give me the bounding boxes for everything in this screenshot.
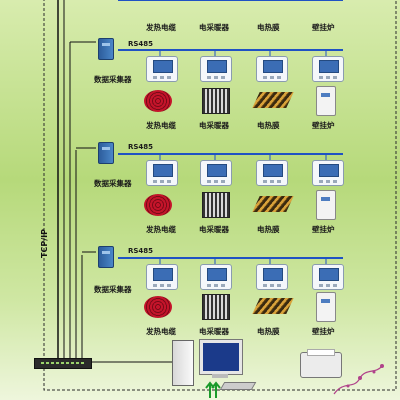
heating-cable-icon	[144, 296, 172, 318]
rs485-label: RS485	[128, 247, 154, 255]
thermostat-icon	[312, 160, 344, 186]
thermostat-icon	[200, 160, 232, 186]
label-wall-boiler: 壁挂炉	[312, 23, 335, 32]
label-electric-heater: 电采暖器	[199, 327, 229, 336]
monitor-stand	[212, 374, 228, 378]
data-collector-icon	[98, 142, 114, 164]
collector-label: 数据采集器	[94, 285, 132, 294]
wall-boiler-icon	[316, 292, 336, 322]
thermostat-icon	[146, 160, 178, 186]
label-cable: 发热电缆	[146, 327, 176, 336]
label-cable: 发热电缆	[146, 121, 176, 130]
printer-icon	[300, 349, 342, 378]
wall-boiler-icon	[316, 190, 336, 220]
data-collector-icon	[98, 246, 114, 268]
network-switch-icon	[34, 358, 92, 369]
label-cable: 发热电缆	[146, 23, 176, 32]
keyboard-icon	[219, 382, 257, 390]
label-heating-film: 电热膜	[257, 327, 280, 336]
label-wall-boiler: 壁挂炉	[312, 225, 335, 234]
thermostat-icon	[256, 160, 288, 186]
label-electric-heater: 电采暖器	[199, 121, 229, 130]
label-cable: 发热电缆	[146, 225, 176, 234]
collector-label: 数据采集器	[94, 75, 132, 84]
label-heating-film: 电热膜	[257, 23, 280, 32]
label-heating-film: 电热膜	[257, 225, 280, 234]
label-electric-heater: 电采暖器	[199, 225, 229, 234]
collector-label: 数据采集器	[94, 179, 132, 188]
thermostat-icon	[146, 264, 178, 290]
label-heating-film: 电热膜	[257, 121, 280, 130]
decorative-flourish	[333, 364, 384, 395]
thermostat-icon	[312, 56, 344, 82]
electric-heater-icon	[202, 192, 230, 218]
monitor-icon	[199, 339, 243, 375]
computer-icon	[172, 340, 194, 386]
electric-heater-icon	[202, 88, 230, 114]
data-collector-icon	[98, 38, 114, 60]
electric-heater-icon	[202, 294, 230, 320]
heating-cable-icon	[144, 90, 172, 112]
thermostat-icon	[146, 56, 178, 82]
rs485-label: RS485	[128, 143, 154, 151]
wall-boiler-icon	[316, 86, 336, 116]
heating-cable-icon	[144, 194, 172, 216]
thermostat-icon	[256, 56, 288, 82]
label-electric-heater: 电采暖器	[199, 23, 229, 32]
thermostat-icon	[200, 56, 232, 82]
label-wall-boiler: 壁挂炉	[312, 121, 335, 130]
thermostat-icon	[200, 264, 232, 290]
label-wall-boiler: 壁挂炉	[312, 327, 335, 336]
thermostat-icon	[312, 264, 344, 290]
thermostat-icon	[256, 264, 288, 290]
rs485-label: RS485	[128, 40, 154, 48]
network-label: TCP/IP	[40, 229, 49, 258]
